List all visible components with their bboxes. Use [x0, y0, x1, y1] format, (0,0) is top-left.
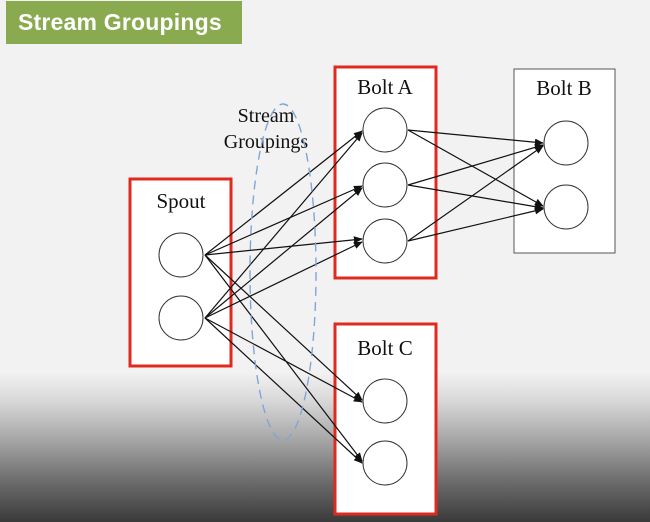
spout-label: Spout: [156, 189, 205, 213]
arrow-bolta1-boltb2: [407, 129, 544, 207]
title-banner: Stream Groupings: [6, 1, 242, 44]
spout-task-1: [158, 232, 204, 278]
arrow-spout2-boltc1: [204, 317, 363, 403]
bolt-c-task-1: [362, 378, 408, 424]
arrow-bolta2-boltb1: [407, 143, 544, 186]
arrow-bolta2-boltb2: [407, 184, 544, 211]
arrow-bolta3-boltb2: [407, 207, 544, 242]
bolt-b-task-1: [543, 120, 589, 166]
bolt-a-label: Bolt A: [357, 75, 413, 99]
arrow-spout2-bolta2: [204, 187, 363, 319]
spout-task-2: [158, 295, 204, 341]
slide-title: Stream Groupings: [18, 9, 222, 35]
bolt-a-task-2: [362, 162, 408, 208]
grouping-label-line1: Stream: [238, 105, 295, 127]
arrow-spout1-bolta2: [204, 185, 363, 256]
arrow-spout2-bolta1: [204, 132, 363, 319]
bolt-a-task-3: [362, 218, 408, 264]
bolt-b-label: Bolt B: [536, 76, 591, 100]
stream-grouping-ellipse: [249, 103, 317, 441]
arrow-spout2-bolta3: [204, 241, 363, 319]
arrow-spout1-bolta3: [204, 236, 363, 256]
bolt-b-task-2: [543, 184, 589, 230]
arrow-bolta1-boltb1: [407, 129, 544, 146]
arrow-spout1-bolta1: [204, 130, 363, 256]
arrow-bolta3-boltb1: [407, 145, 544, 242]
arrow-spout2-boltc2: [204, 317, 363, 464]
grouping-label-line2: Groupings: [224, 131, 309, 153]
bolt-c-task-2: [362, 440, 408, 486]
bolt-c-label: Bolt C: [357, 336, 412, 360]
arrow-spout1-boltc1: [204, 254, 363, 401]
arrow-spout1-boltc2: [204, 254, 363, 462]
bolt-a-task-1: [362, 107, 408, 153]
